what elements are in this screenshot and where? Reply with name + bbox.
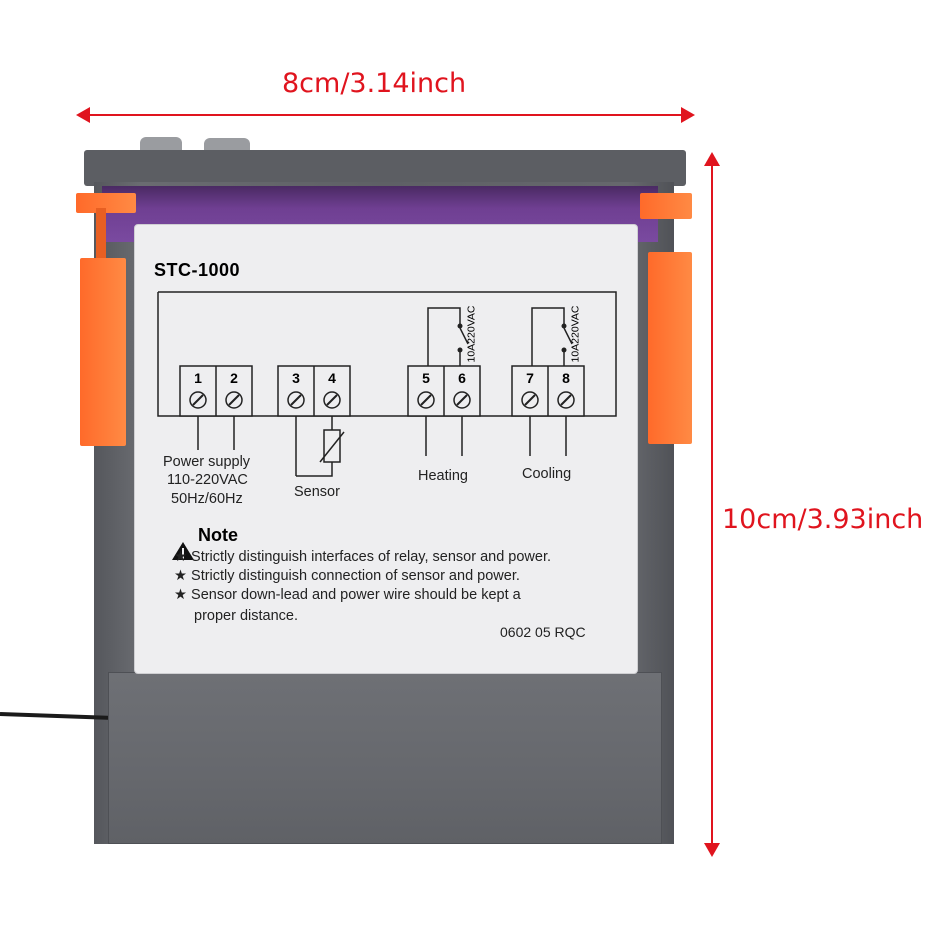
terminal-number-6: 6 (458, 370, 466, 386)
heating-relay-rating: 10A220VAC (465, 305, 478, 363)
note-line-4: proper distance. (194, 608, 298, 624)
note-text-2: Strictly distinguish connection of senso… (191, 568, 520, 584)
voltage-label: 110-220VAC (167, 472, 248, 488)
height-dimension-line (711, 160, 713, 850)
note-text-3: Sensor down-lead and power wire should b… (191, 587, 521, 603)
arrow-down-icon (704, 843, 720, 857)
height-dimension-label: 10cm/3.93inch (722, 504, 924, 535)
star-icon: ★ (174, 568, 192, 584)
bottom-terminal-cover (108, 672, 662, 844)
terminal-number-3: 3 (292, 370, 300, 386)
case-top-rim (84, 150, 686, 186)
star-icon: ★ (174, 587, 192, 603)
star-icon: ★ (174, 549, 192, 565)
note-line-2: ★ Strictly distinguish connection of sen… (174, 568, 520, 584)
frequency-label: 50Hz/60Hz (171, 491, 243, 507)
mounting-clip-left-top (76, 193, 136, 213)
terminal-number-8: 8 (562, 370, 570, 386)
mounting-clip-left (80, 258, 126, 446)
cooling-label: Cooling (522, 466, 572, 482)
arrow-up-icon (704, 152, 720, 166)
label-code: 0602 05 RQC (500, 624, 586, 640)
model-name: STC-1000 (154, 260, 241, 280)
mounting-clip-right-top (640, 193, 692, 219)
arrow-right-icon (681, 107, 695, 123)
mounting-clip-left-arm (96, 208, 106, 258)
width-dimension-line (82, 114, 688, 116)
arrow-left-icon (76, 107, 90, 123)
terminal-number-1: 1 (194, 370, 202, 386)
heating-label: Heating (418, 468, 468, 484)
wiring-diagram (157, 291, 617, 560)
sensor-label: Sensor (294, 484, 340, 500)
power-supply-label: Power supply (163, 454, 251, 470)
wiring-label (134, 224, 638, 674)
terminal-number-7: 7 (526, 370, 534, 386)
width-dimension-label: 8cm/3.14inch (282, 68, 467, 99)
cooling-relay-rating: 10A220VAC (569, 305, 582, 363)
mounting-clip-right (648, 252, 692, 444)
note-text-1: Strictly distinguish interfaces of relay… (191, 549, 552, 565)
terminal-number-4: 4 (328, 370, 336, 386)
terminal-number-2: 2 (230, 370, 238, 386)
terminal-number-5: 5 (422, 370, 430, 386)
note-line-1: ★ Strictly distinguish interfaces of rel… (174, 549, 551, 565)
note-heading: Note (198, 525, 238, 545)
note-line-3: ★ Sensor down-lead and power wire should… (174, 587, 521, 603)
